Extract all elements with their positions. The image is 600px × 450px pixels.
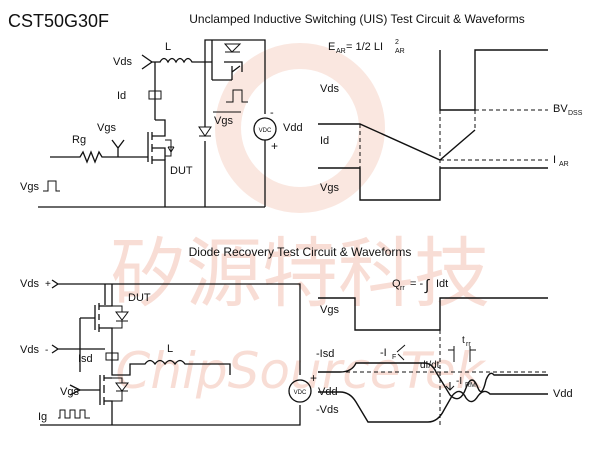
uis-ear-sub2: AR — [395, 48, 405, 55]
diode-lower-mosfet — [80, 375, 113, 425]
uis-vdc-label: VDC — [259, 128, 272, 134]
uis-ear-sup: 2 — [395, 39, 399, 46]
diode-waveforms: Q rr = - ∫ Idt Vgs -Isd -I F dI/dt t rr … — [316, 277, 573, 425]
uis-rg-label: Rg — [72, 134, 86, 146]
diode-dut-body-diode — [112, 305, 129, 329]
diode-wave-vdd-label: Vdd — [553, 388, 573, 400]
uis-id-label: Id — [117, 90, 126, 102]
uis-vds-arrow — [141, 54, 154, 70]
diode-irm-arrow — [445, 382, 455, 391]
uis-clamp-diode — [223, 43, 242, 53]
uis-id-sensor — [148, 90, 162, 100]
uis-switch-mosfet — [212, 39, 266, 114]
watermark-logo-ring — [215, 43, 385, 213]
diode-trr-label: t — [462, 335, 465, 346]
uis-title: Unclamped Inductive Switching (UIS) Test… — [189, 12, 524, 26]
diode-ig-label: Ig — [38, 411, 47, 423]
diode-vds-minus-sign: - — [45, 345, 48, 356]
diode-inductor — [111, 349, 231, 376]
watermark-latin: ChipSourceTek — [115, 342, 486, 400]
uis-wave-vgs — [318, 167, 548, 201]
uis-inductor — [152, 57, 205, 64]
uis-iar-label: I — [553, 154, 556, 166]
diode-wave-isd-label: -Isd — [316, 348, 334, 360]
diode-l-label: L — [167, 343, 173, 355]
uis-bvdss-label: BV — [553, 103, 568, 115]
diode-qrr-idt: Idt — [436, 278, 448, 290]
diode-irm-label: -I — [456, 376, 462, 387]
diode-qrr-label: Q — [392, 278, 401, 290]
uis-freewheel-diode — [198, 126, 212, 137]
diode-wave-isd — [318, 362, 548, 400]
diode-wave-vds-label: -Vds — [316, 404, 339, 416]
uis-ear-label: E — [328, 41, 335, 53]
diode-trr-sub: rr — [466, 341, 471, 348]
diode-irm-sub: RM — [465, 382, 476, 389]
uis-mosfet-source — [152, 147, 166, 160]
uis-vds-label: Vds — [113, 56, 132, 68]
uis-vgs-pulse-label: Vgs — [214, 115, 233, 127]
uis-l-label: L — [165, 41, 171, 53]
diode-vdc-source — [288, 379, 312, 403]
uis-ear-sub: AR — [336, 48, 346, 55]
uis-wave-id — [318, 123, 476, 161]
diode-lower-body-diode — [112, 377, 129, 402]
uis-switch-branch — [204, 39, 218, 80]
diode-if-arrows — [396, 344, 406, 361]
diode-circuit: Vds + Vds - DUT Isd L Vgs Ig VDC + Vdd — [20, 278, 338, 426]
diode-qrr-integral: ∫ — [424, 277, 431, 294]
diode-isd-label: Isd — [78, 353, 93, 365]
diode-wave-vgs — [318, 297, 548, 331]
diode-top-rail — [51, 279, 301, 375]
diode-vds-plus-label: Vds — [20, 278, 39, 290]
uis-vgs-probe — [111, 139, 125, 157]
uis-rg-resistor — [50, 150, 148, 164]
uis-ground — [38, 176, 265, 208]
uis-guides — [359, 110, 548, 176]
uis-body-diode — [165, 139, 175, 157]
diode-vdc-label: VDC — [294, 390, 307, 396]
uis-dut-label: DUT — [170, 165, 193, 177]
diode-if-sub: F — [392, 354, 396, 361]
diode-wave-vgs-label: Vgs — [320, 304, 339, 316]
uis-iar-sub: AR — [559, 161, 569, 168]
uis-waveforms: E AR = 1/2 LI 2 AR Vds BV DSS Id I AR Vg… — [318, 39, 583, 201]
uis-ear-eq: = 1/2 LI — [346, 41, 383, 53]
uis-wave-vds — [439, 49, 548, 111]
diode-vdd-plus-sign: + — [310, 371, 317, 385]
uis-bvdss-sub: DSS — [568, 110, 583, 117]
diode-vds-minus-label: Vds — [20, 344, 39, 356]
uis-pulse-icon — [43, 180, 60, 192]
diode-ig-pulse — [58, 409, 90, 419]
diode-didt-label: dI/dt — [420, 360, 440, 371]
uis-wave-id-label: Id — [320, 135, 329, 147]
uis-switch-pulse — [226, 89, 248, 103]
diode-vds-plus-sign: + — [45, 279, 51, 290]
diode-qrr-eq: = - — [410, 278, 423, 290]
uis-minus-label: - — [270, 107, 274, 119]
diode-vds-minus-wire — [51, 344, 105, 354]
uis-wave-vds-label: Vds — [320, 83, 339, 95]
diode-vgs-label: Vgs — [60, 386, 79, 398]
diode-wave-vds — [318, 390, 548, 423]
diode-qrr-sub: rr — [400, 285, 405, 292]
diode-title: Diode Recovery Test Circuit & Waveforms — [189, 245, 412, 259]
uis-wave-vgs-label: Vgs — [320, 182, 339, 194]
diode-bottom-rail — [40, 405, 301, 426]
uis-vgs-drive-label: Vgs — [20, 181, 39, 193]
uis-circuit: Vds L Id DUT Rg Vgs Vgs Vgs — [20, 39, 303, 208]
diode-trr-markers — [448, 346, 476, 362]
diode-if-label: -I — [380, 347, 387, 359]
diode-vgs-arrow — [69, 384, 82, 396]
uis-plus-label: + — [271, 139, 278, 153]
uis-vgs-label: Vgs — [97, 122, 116, 134]
uis-vdd-label: Vdd — [283, 122, 303, 134]
diode-dut-label: DUT — [128, 292, 151, 304]
part-number: CST50G30F — [8, 11, 109, 31]
